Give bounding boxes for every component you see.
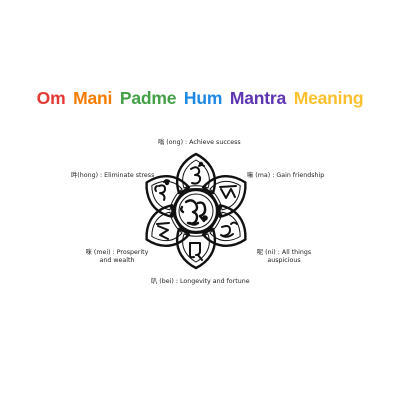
label-mei-line2: and wealth [99,257,135,264]
title-word-mani: Mani [73,88,113,108]
title-word-padme: Padme [119,88,177,108]
petal-inner-outline [182,233,210,263]
petal-glyph-pad-icon [189,242,203,261]
label-ni-line1: 呢 (ni) : All things [256,249,312,256]
label-hong: 吽(hong) : Eliminate stress [71,172,155,179]
petal-inner-outline [209,180,241,211]
petal-inner-outline [182,159,210,189]
label-bei: 叭 (bei) : Longevity and fortune [151,278,250,285]
label-ni-line2: auspicious [267,257,301,264]
petal-glyph-ni-icon [220,221,238,238]
label-ong: 嗡 (ong) : Achieve success [158,139,241,146]
label-ni: 呢 (ni) : All things auspicious [254,249,314,265]
title-word-meaning: Meaning [293,88,364,108]
petal-inner-outline [209,211,241,242]
petal-glyph-hum-icon [154,179,170,201]
center-glyph-icon [180,199,208,226]
label-mei: 咪 (mei) : Prosperity and wealth [84,249,150,265]
title-word-mantra: Mantra [229,88,287,108]
petal-om [176,152,216,195]
label-ma: 嘛 (ma) : Gain friendship [247,172,325,179]
petal-pad [176,227,216,270]
title-word-hum: Hum [183,88,223,108]
page-title: Om Mani Padme Hum Mantra Meaning [0,88,400,109]
title-word-om: Om [36,88,66,108]
petal-glyph-ma-icon [219,185,237,199]
center-circle [173,188,219,234]
petal-glyph-me-icon [156,222,170,240]
label-mei-line1: 咪 (mei) : Prosperity [85,249,149,256]
petal-glyph-om-icon [190,161,205,185]
petal-inner-outline [151,211,183,242]
center-circle-inner [178,193,214,229]
